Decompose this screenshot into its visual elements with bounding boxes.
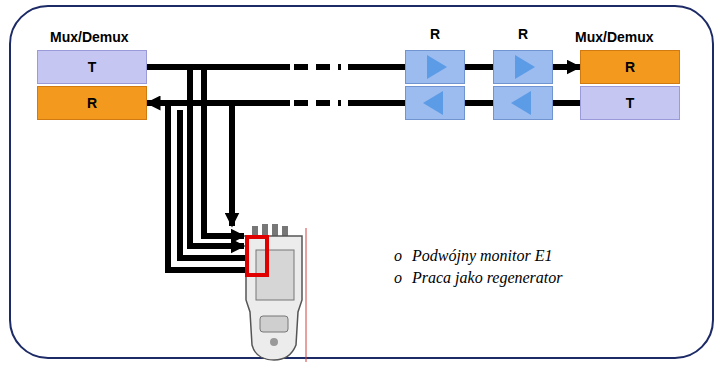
- tester-device: [246, 224, 306, 362]
- repeater: R: [405, 26, 465, 120]
- frame: [10, 6, 713, 358]
- line-break: [290, 58, 348, 112]
- repeater-label: R: [493, 26, 553, 42]
- port-label: R: [87, 95, 97, 111]
- mux-port-box: R: [580, 50, 680, 84]
- port-label: T: [88, 59, 97, 75]
- mux-port-box: R: [37, 86, 147, 120]
- signal-line: [465, 64, 493, 70]
- mux-port-box: T: [580, 86, 680, 120]
- note-text: o: [394, 269, 402, 287]
- device-heading: Mux/Demux: [50, 29, 129, 45]
- mux-port-box: T: [37, 50, 147, 84]
- signal-line: [553, 100, 580, 106]
- signal-line: [553, 64, 580, 70]
- repeater-label: R: [405, 26, 465, 42]
- signal-line: [147, 64, 405, 70]
- device-heading: Mux/Demux: [575, 29, 654, 45]
- tester-wires: [168, 67, 250, 270]
- repeater: R: [493, 26, 553, 120]
- port-label: R: [625, 59, 635, 75]
- break-dashes: [294, 64, 341, 106]
- repeater-symbol: [493, 50, 553, 120]
- port-label: T: [626, 95, 635, 111]
- signal-line: [465, 100, 493, 106]
- note-text: Praca jako regenerator: [412, 269, 562, 287]
- repeater-symbol: [405, 50, 465, 120]
- note-text: Podwójny monitor E1: [412, 247, 552, 265]
- signal-line: [147, 100, 405, 106]
- note-text: o: [394, 247, 402, 265]
